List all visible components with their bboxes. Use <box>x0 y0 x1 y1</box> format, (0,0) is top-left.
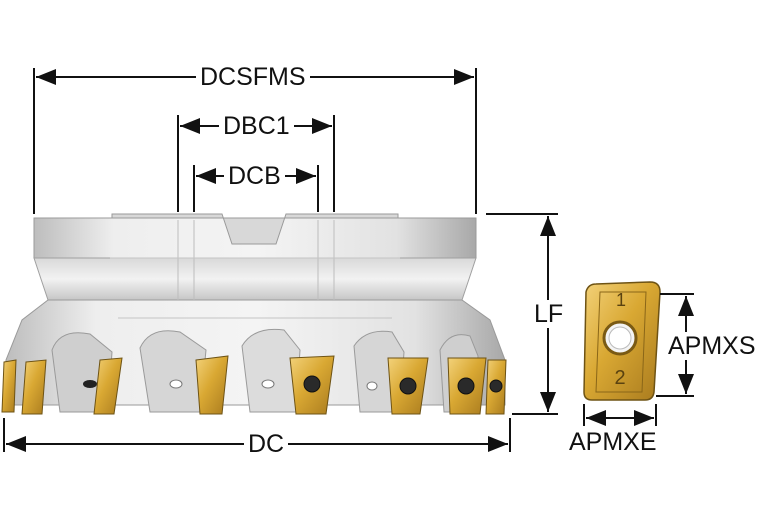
insert-mark-top: 1 <box>616 290 626 310</box>
label-dbc1: DBC1 <box>219 112 294 140</box>
insert-mark-bottom: 2 <box>614 367 625 389</box>
label-apmxe: APMXE <box>565 428 661 456</box>
label-apmxs: APMXS <box>664 332 760 360</box>
label-dc: DC <box>244 430 289 458</box>
label-dcb: DCB <box>224 162 285 190</box>
insert-detail <box>583 281 661 401</box>
label-lf: LF <box>530 300 568 328</box>
cutter-inserts <box>1 355 507 415</box>
label-dcsfms: DCSFMS <box>196 63 310 91</box>
